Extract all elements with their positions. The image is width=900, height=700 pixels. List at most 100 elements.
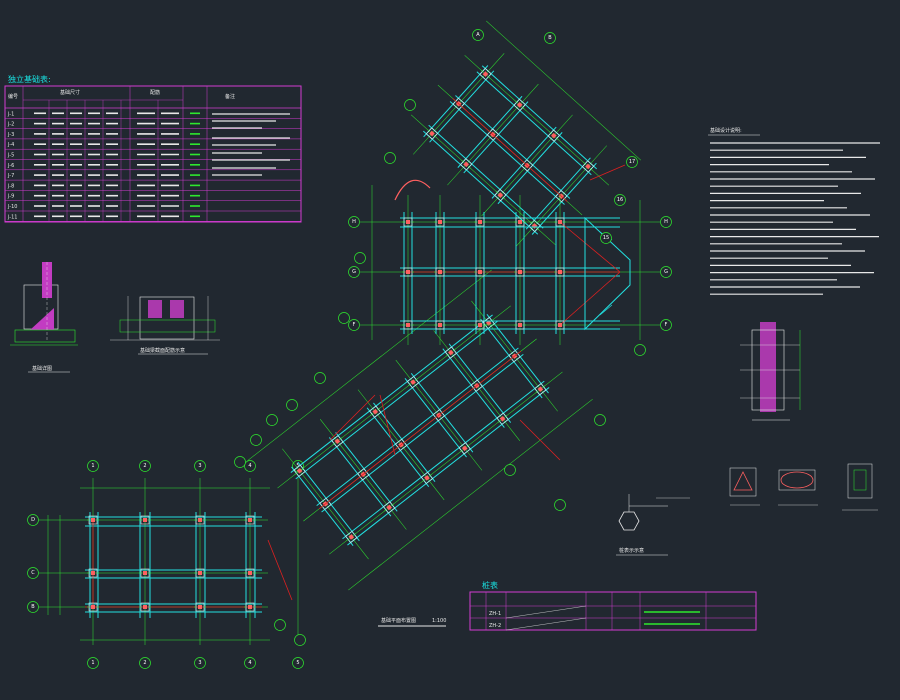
pile-column <box>334 438 341 445</box>
pile-column <box>348 534 355 540</box>
pile-tick <box>467 444 470 447</box>
grid-bubble-label: B <box>31 604 35 610</box>
pile-tick <box>583 162 586 164</box>
foundation-beam <box>455 95 571 199</box>
pile-tick <box>480 69 483 72</box>
pile-tick <box>340 437 343 440</box>
pile-row-1: ZH-1 <box>489 611 501 617</box>
plan-title-block: 基础平面布置图 1:100 <box>378 617 446 627</box>
red-tie-beam <box>318 350 522 510</box>
pile-column <box>438 270 442 274</box>
pile-column <box>461 445 468 452</box>
pile-tick <box>461 160 464 162</box>
grid-bubble <box>274 619 286 631</box>
grid-bubble-label: 4 <box>248 660 251 666</box>
beam-section-detail: 基础梁截面配筋示意 <box>110 296 220 355</box>
pile-tick <box>495 190 498 193</box>
brace-line <box>599 304 613 316</box>
table-row-label: J-3 <box>7 132 14 138</box>
grid-bubble <box>286 399 298 411</box>
table-row-label: J-10 <box>7 204 17 210</box>
pile-column <box>248 518 252 522</box>
pile-column <box>438 323 442 327</box>
table-header-size: 基础尺寸 <box>60 89 80 96</box>
grid-bubble <box>626 156 638 168</box>
grid-bubble <box>292 657 304 669</box>
grid-bubble <box>294 634 306 646</box>
grid-bubble <box>87 460 99 472</box>
pile-tick <box>488 76 491 79</box>
foundation-beam <box>347 387 550 546</box>
pile-cap <box>369 405 382 418</box>
pile-column <box>386 504 392 511</box>
pile-tick <box>422 480 424 482</box>
grid-bubble-label: 5 <box>296 660 299 666</box>
grid-bubble <box>338 312 350 324</box>
pile-column <box>410 379 416 385</box>
foundation-table-notes <box>212 113 290 176</box>
pile-column <box>406 270 410 274</box>
red-tie-beam <box>452 98 568 202</box>
table-row-label: J-8 <box>7 183 14 189</box>
foundation-schedule-table: 独立基础表: 编号 基础尺寸 配筋 备注 J-1J-2J-3J-4J-5J-6J… <box>4 74 302 223</box>
grid-bubble-label: F <box>353 322 356 328</box>
pile-column <box>198 571 202 575</box>
pile-column <box>497 192 504 198</box>
pile-column <box>248 571 252 575</box>
pile-column <box>198 518 202 522</box>
pile-table-title: 桩表 <box>482 580 498 590</box>
grid-bubble <box>27 601 39 613</box>
pile-column <box>463 161 469 168</box>
pile-column <box>429 130 435 137</box>
red-connectors <box>267 164 626 601</box>
grid-bubble-label: A <box>476 32 480 38</box>
pile-tick <box>445 354 448 357</box>
grid-bubble <box>139 657 151 669</box>
pile-column <box>478 323 482 327</box>
pile-tick <box>537 228 540 231</box>
grid-bubble <box>194 460 206 472</box>
red-tie-beam <box>559 271 621 326</box>
pile-column <box>91 518 95 522</box>
notes-title: 基础设计说明: <box>710 127 742 134</box>
red-tie-beam <box>379 394 396 456</box>
pile-column <box>438 220 442 224</box>
table-header-id: 编号 <box>8 93 18 100</box>
pile-tick <box>459 450 462 453</box>
table-row-label: J-11 <box>7 214 17 220</box>
dimension-line <box>348 398 593 591</box>
red-tie-beam <box>267 539 293 601</box>
pile-column <box>448 349 454 356</box>
red-tie-beam <box>589 164 626 181</box>
pile-column <box>478 270 482 274</box>
pile-legend: 桩表示示意 <box>616 494 690 556</box>
pile-column <box>537 386 544 393</box>
pile-column <box>91 605 95 609</box>
pile-tick <box>354 533 357 535</box>
pile-tick <box>468 166 471 169</box>
pile-details <box>729 463 878 511</box>
grid-bubble-label: 2 <box>143 660 146 666</box>
pile-column <box>91 571 95 575</box>
pile-column <box>478 220 482 224</box>
foundation-beam <box>428 124 544 229</box>
pile-tick <box>522 107 525 110</box>
grid-bubble-label: G <box>664 269 668 275</box>
plan-title: 基础平面布置图 <box>381 617 416 624</box>
grid-bubble-label: 17 <box>629 159 635 165</box>
pile-tick <box>491 319 494 321</box>
grid-bubble <box>27 514 39 526</box>
grid-bubble <box>244 460 256 472</box>
table-row-label: J-7 <box>7 173 14 179</box>
pile-tick <box>332 443 335 446</box>
pile-tick <box>590 168 593 171</box>
red-tie-beam <box>559 221 621 273</box>
pile-column <box>518 270 522 274</box>
pile-tick <box>556 138 559 140</box>
pile-row-2: ZH-2 <box>489 623 501 629</box>
grid-bubble <box>384 152 396 164</box>
pile-tick <box>408 384 411 387</box>
grid-bubble <box>266 414 278 426</box>
